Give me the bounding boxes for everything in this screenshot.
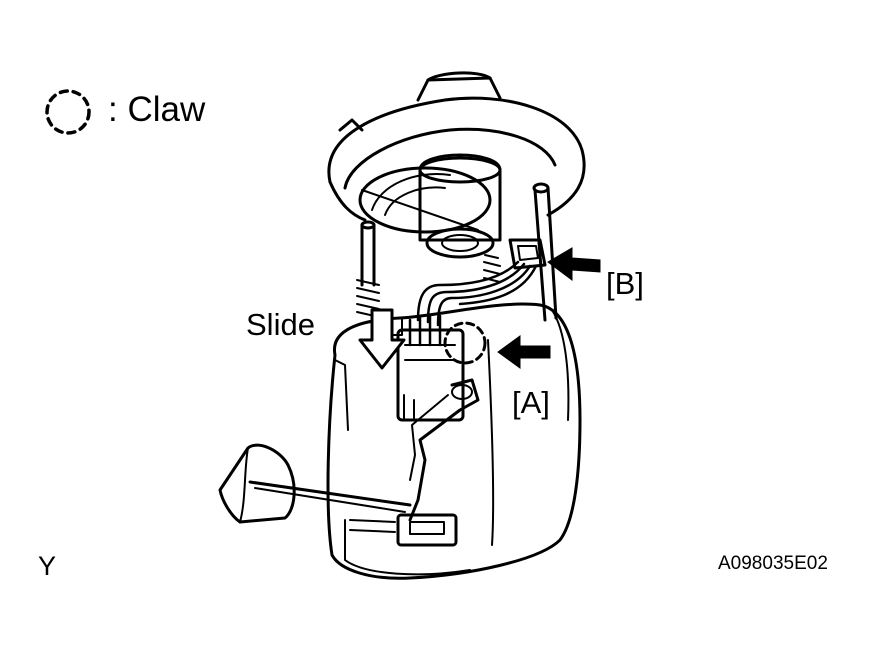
part-a-label: [A] [512, 385, 550, 420]
view-letter-label: Y [38, 551, 57, 581]
legend-claw-symbol [45, 89, 91, 135]
wire-harness [416, 260, 538, 327]
pump-cylinder [418, 153, 502, 259]
part-b-label: [B] [606, 266, 644, 301]
claw-marker-a [443, 321, 487, 365]
figure-code-label: A098035E02 [718, 553, 828, 574]
slide-arrow-icon [358, 308, 406, 370]
pump-housing [326, 302, 582, 580]
legend-claw-label: : Claw [108, 90, 206, 129]
float [218, 443, 296, 524]
bottom-clip [349, 513, 458, 547]
slide-label: Slide [246, 307, 315, 342]
connector-b [508, 238, 547, 270]
float-arm [248, 378, 480, 522]
arrow-a-icon [497, 335, 551, 369]
sender-gauge-bracket [391, 314, 465, 422]
pump-top-flange [327, 71, 586, 234]
guide-rods [356, 182, 558, 322]
arrow-b-icon [547, 247, 601, 281]
